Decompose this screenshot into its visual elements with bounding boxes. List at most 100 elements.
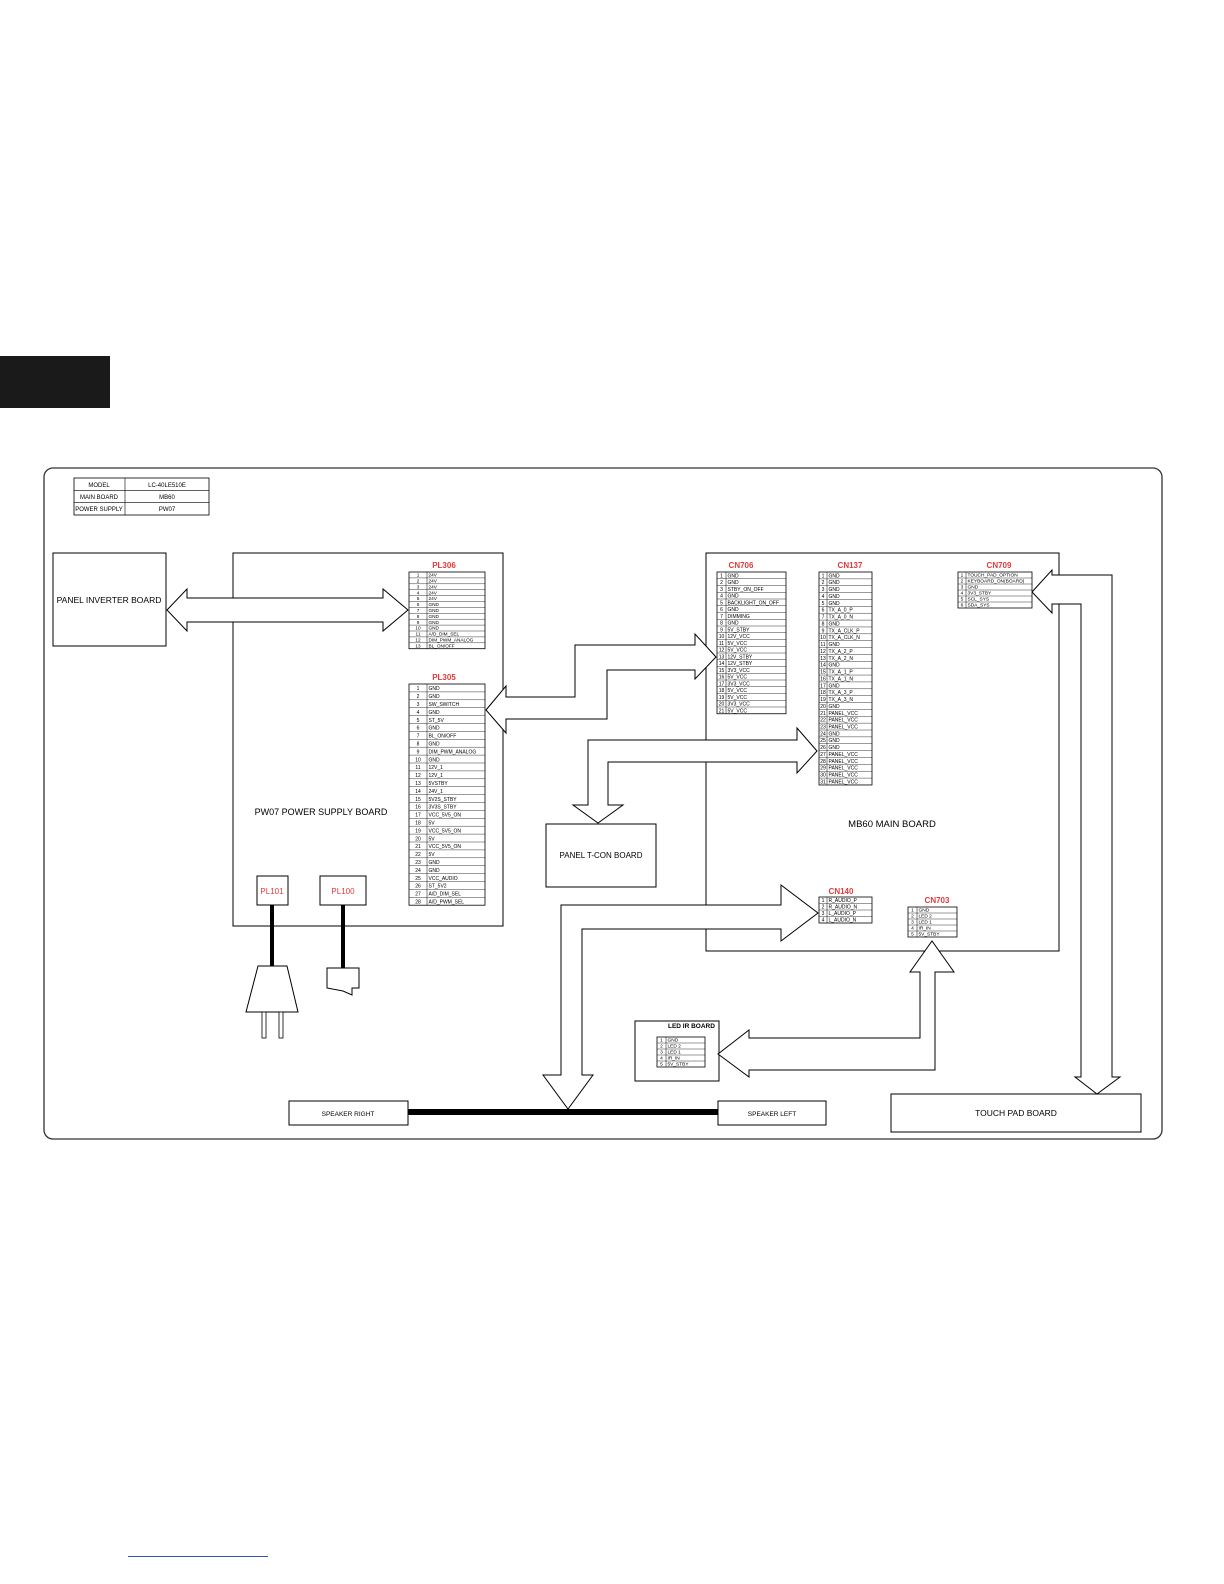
pin-signal: 24V xyxy=(429,596,438,601)
info-model-value: LC-40LE510E xyxy=(148,483,186,489)
pin-number: 17 xyxy=(820,683,826,689)
pin-signal: IR_IN xyxy=(919,926,932,932)
info-power-value: PW07 xyxy=(159,507,176,513)
pin-number: 3 xyxy=(822,587,825,593)
connector-title-pl305: PL305 xyxy=(432,673,456,682)
pin-signal: PANEL_VCC xyxy=(829,752,859,758)
pl100-label: PL100 xyxy=(331,887,355,896)
pin-number: 4 xyxy=(417,590,420,595)
pin-number: 1 xyxy=(961,573,964,579)
tcon-board xyxy=(545,823,657,888)
pin-number: 19 xyxy=(415,828,421,834)
pin-signal: GND xyxy=(829,738,841,744)
pin-number: 20 xyxy=(820,704,826,710)
pin-signal: SCL_SYS xyxy=(968,597,990,603)
pin-signal: 5V_STBY xyxy=(668,1062,690,1068)
pin-signal: GND xyxy=(429,620,440,625)
pin-signal: 24V xyxy=(429,579,438,584)
pin-signal: GND xyxy=(728,573,740,579)
pl100-box xyxy=(319,875,367,906)
pin-number: 7 xyxy=(720,614,723,620)
pin-signal: GND xyxy=(429,626,440,631)
pin-signal: 5V xyxy=(429,836,436,842)
pin-number: 12 xyxy=(415,773,421,779)
pin-table-pl306 xyxy=(408,571,486,650)
pin-signal: 24V_1 xyxy=(429,789,444,795)
pin-signal: VCC_5V5_ON xyxy=(429,844,462,850)
pin-signal: PANEL_VCC xyxy=(829,718,859,724)
diagram-frame xyxy=(43,467,1163,1140)
pin-signal: GND xyxy=(429,860,441,866)
pin-signal: 5V_VCC xyxy=(728,641,748,647)
pin-number: 8 xyxy=(720,621,723,627)
pin-number: 8 xyxy=(822,621,825,627)
pin-signal: 5VSTBY xyxy=(429,781,449,787)
pin-signal: GND xyxy=(429,608,440,613)
pin-signal: 24V xyxy=(429,584,438,589)
arrow-cn703-ledir xyxy=(717,940,955,1078)
pin-signal: R_AUDIO_P xyxy=(829,898,858,904)
pin-number: 3 xyxy=(822,911,825,917)
pin-signal: TX_A_CLK_N xyxy=(829,635,861,641)
pin-number: 5 xyxy=(822,601,825,607)
pin-number: 18 xyxy=(820,690,826,696)
tcon-label: PANEL T-CON BOARD xyxy=(560,851,643,860)
pin-signal: SW_SWITCH xyxy=(429,702,460,708)
pin-signal: L_AUDIO_P xyxy=(829,911,857,917)
pin-number: 4 xyxy=(822,918,825,924)
pl101-label: PL101 xyxy=(260,887,284,896)
pin-number: 8 xyxy=(417,741,420,747)
pin-number: 3 xyxy=(417,702,420,708)
pin-signal: STBY_ON_OFF xyxy=(728,587,764,593)
pin-signal: GND xyxy=(829,587,841,593)
pin-number: 2 xyxy=(961,579,964,585)
pin-signal: ST_5V xyxy=(429,718,445,724)
pin-signal: L_AUDIO_N xyxy=(829,918,857,924)
pin-signal: R_AUDIO_N xyxy=(829,905,858,911)
pin-number: 11 xyxy=(820,642,825,648)
pin-signal: A/D_PWM_SEL xyxy=(429,899,465,905)
pin-number: 7 xyxy=(822,615,825,621)
pin-number: 24 xyxy=(415,868,421,874)
power-supply-label: PW07 POWER SUPPLY BOARD xyxy=(255,807,388,817)
pin-signal: TX_A_2_P xyxy=(829,649,854,655)
pin-number: 2 xyxy=(720,580,723,586)
pin-signal: A/D_DIM_SEL xyxy=(429,892,462,898)
pin-signal: 5V_VCC xyxy=(728,675,748,681)
pin-number: 9 xyxy=(417,749,420,755)
pin-number: 9 xyxy=(417,620,420,625)
pin-number: 24 xyxy=(820,731,826,737)
pin-number: 6 xyxy=(417,602,420,607)
pin-number: 21 xyxy=(719,708,725,714)
pin-signal: TX_A_1_N xyxy=(829,676,854,682)
pin-signal: 12V_VCC xyxy=(728,634,751,640)
pin-number: 20 xyxy=(415,836,421,842)
pin-signal: BL_ON/OFF xyxy=(429,734,457,740)
pin-number: 5 xyxy=(417,596,420,601)
pin-number: 15 xyxy=(820,670,826,676)
pin-signal: GND xyxy=(728,580,740,586)
pin-table-cn706 xyxy=(716,571,787,715)
pin-signal: 5V_VCC xyxy=(728,708,748,714)
panel-inverter-board xyxy=(52,552,167,647)
pin-signal: 12V_1 xyxy=(429,765,444,771)
pin-number: 30 xyxy=(820,773,826,779)
pin-signal: 24V xyxy=(429,573,438,578)
panel-inverter-label: PANEL INVERTER BOARD xyxy=(57,595,162,605)
pin-number: 10 xyxy=(719,634,725,640)
pin-signal: BL_ON/OFF xyxy=(429,643,455,648)
pin-signal: 5V_VCC xyxy=(728,695,748,701)
pin-number: 5 xyxy=(417,718,420,724)
pin-number: 19 xyxy=(820,697,826,703)
speaker-cable xyxy=(408,1109,718,1115)
pin-number: 2 xyxy=(911,914,914,920)
pin-number: 12 xyxy=(415,638,421,643)
pin-signal: ST_5V2 xyxy=(429,884,447,890)
touch-pad-label: TOUCH PAD BOARD xyxy=(975,1108,1057,1118)
pin-number: 29 xyxy=(820,766,826,772)
pin-number: 25 xyxy=(820,738,826,744)
